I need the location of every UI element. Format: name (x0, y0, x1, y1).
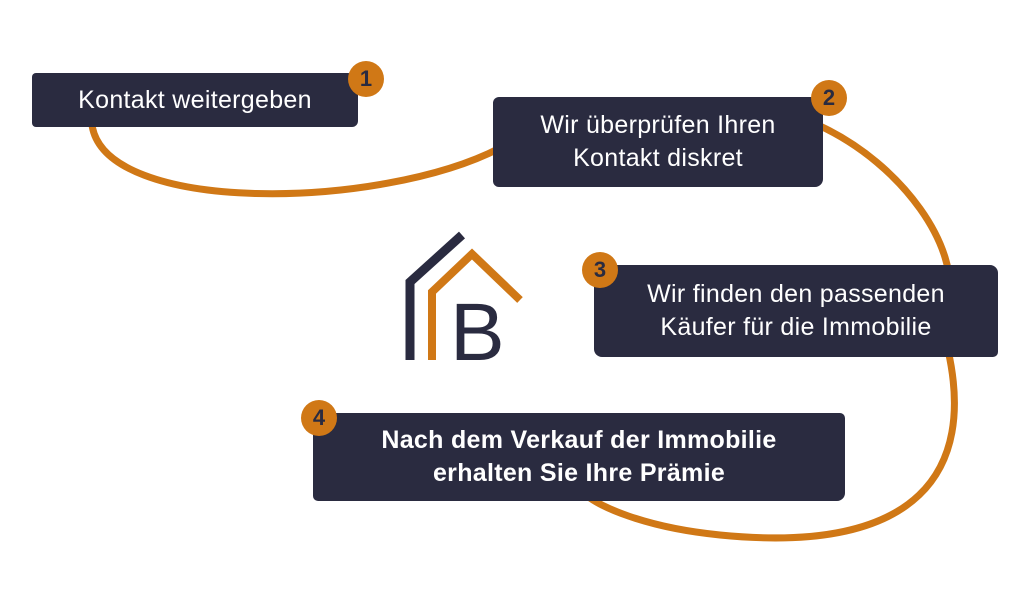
house-b-logo: B (405, 231, 523, 370)
step-1-box: Kontakt weitergeben (32, 73, 358, 127)
step-4-box: Nach dem Verkauf der Immobilie erhalten … (313, 413, 845, 501)
step-1-text: Kontakt weitergeben (78, 85, 312, 114)
step-4-text: Nach dem Verkauf der Immobilie erhalten … (381, 426, 777, 487)
step-2-box: Wir überprüfen Ihren Kontakt diskret (493, 97, 823, 187)
step-3-number-badge: 3 (582, 252, 618, 288)
logo-letter: B (450, 287, 505, 370)
step-2-number-badge: 2 (811, 80, 847, 116)
step-3-text: Wir finden den passenden Käufer für die … (647, 280, 945, 341)
step-4-number-badge: 4 (301, 400, 337, 436)
step-3-box: Wir finden den passenden Käufer für die … (594, 265, 998, 357)
step-1-number-badge: 1 (348, 61, 384, 97)
step-2-text: Wir überprüfen Ihren Kontakt diskret (540, 111, 776, 172)
